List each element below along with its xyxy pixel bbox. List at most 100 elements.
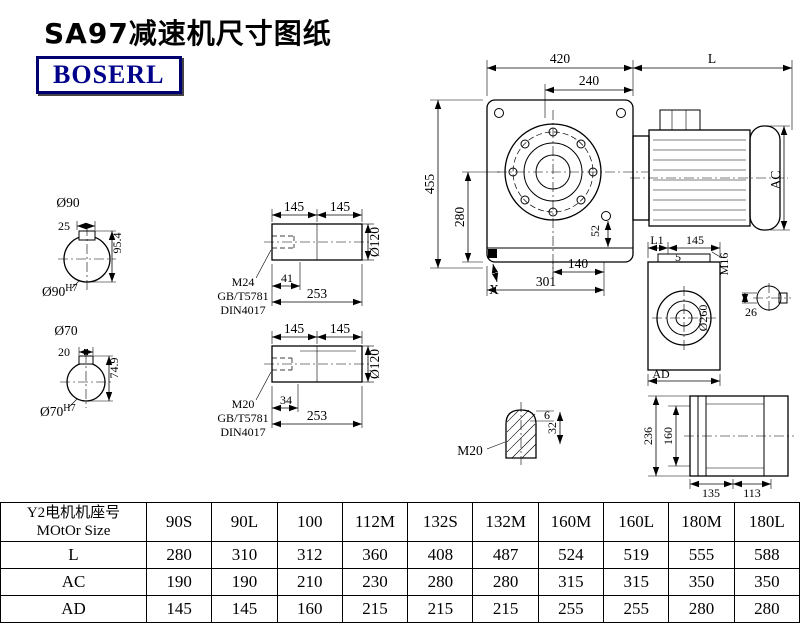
dia-90-label: Ø90 xyxy=(56,195,79,210)
brand-logo: BOSERL xyxy=(36,56,182,94)
table-cell: 145 xyxy=(211,595,278,623)
col-header: 132M xyxy=(472,502,539,542)
table-cell: 190 xyxy=(211,568,278,596)
std-din-1: DIN4017 xyxy=(220,303,265,317)
table-cell: 350 xyxy=(668,568,735,596)
dim-26: 26 xyxy=(745,305,757,319)
page-title: SA97减速机尺寸图纸 xyxy=(44,17,332,50)
dim-253-2: 253 xyxy=(307,408,328,423)
dimension-table: Y2电机机座号 MOtOr Size 90S 90L 100 112M 132S… xyxy=(0,502,800,623)
table-cell: 360 xyxy=(341,541,409,569)
side-view: L1 145 5 M16 Ø260 26 AD xyxy=(647,233,791,386)
dim-dia260: Ø260 xyxy=(696,305,710,332)
table-cell: 280 xyxy=(407,568,474,596)
dim-160: 160 xyxy=(661,427,675,445)
col-header: 160M xyxy=(537,502,605,542)
shaft-section-70: Ø70 20 74.9 Ø70H7 xyxy=(40,323,121,419)
shaft-view-2: 145 145 Ø120 M20 GB/T5781 DIN4017 34 253 xyxy=(217,321,382,439)
table-cell: 190 xyxy=(145,568,213,596)
std-gb-2: GB/T5781 xyxy=(217,411,268,425)
motor-size-header-en: MOtOr Size xyxy=(36,523,111,539)
col-header: 112M xyxy=(341,502,409,542)
dim-20: 20 xyxy=(58,345,70,359)
table-cell: 215 xyxy=(341,595,409,623)
table-cell: 524 xyxy=(537,541,605,569)
dim-74-9: 74.9 xyxy=(107,358,121,379)
dim-145a: 145 xyxy=(284,199,305,214)
dim-145e: 145 xyxy=(686,233,704,247)
bore-90-label: Ø90H7 xyxy=(42,283,77,299)
dim-145d: 145 xyxy=(330,321,351,336)
table-cell: 487 xyxy=(472,541,539,569)
thread-M20-detail: M20 xyxy=(457,443,483,458)
dim-301: 301 xyxy=(536,274,556,289)
dim-140: 140 xyxy=(568,256,589,271)
table-cell: 215 xyxy=(472,595,539,623)
table-cell: 588 xyxy=(733,541,800,569)
dim-34: 34 xyxy=(280,393,292,407)
dim-41: 41 xyxy=(281,271,293,285)
col-header: 90L xyxy=(211,502,278,542)
thread-M20-shaft: M20 xyxy=(232,397,255,411)
dim-6: 6 xyxy=(544,408,550,422)
dia-70-label: Ø70 xyxy=(54,323,77,338)
dim-455: 455 xyxy=(422,174,437,195)
table-header-row: Y2电机机座号 MOtOr Size 90S 90L 100 112M 132S… xyxy=(0,502,800,542)
dim-dia120-2: Ø120 xyxy=(367,349,382,379)
col-header: 180L xyxy=(733,502,800,542)
dim-236: 236 xyxy=(641,427,655,445)
table-row-L: L 280 310 312 360 408 487 524 519 555 58… xyxy=(0,541,800,569)
std-gb-1: GB/T5781 xyxy=(217,289,268,303)
dim-L: L xyxy=(708,51,716,66)
dim-135: 135 xyxy=(702,486,720,500)
table-cell: 210 xyxy=(276,568,343,596)
dim-145c: 145 xyxy=(284,321,305,336)
col-header: 132S xyxy=(407,502,474,542)
table-cell: 145 xyxy=(145,595,213,623)
thread-M16: M16 xyxy=(717,253,731,276)
dim-145b: 145 xyxy=(330,199,351,214)
row-label: L xyxy=(0,541,147,569)
motor-size-header: Y2电机机座号 MOtOr Size xyxy=(0,502,147,542)
col-header: 100 xyxy=(276,502,343,542)
dim-32: 32 xyxy=(545,422,559,434)
table-cell: 280 xyxy=(145,541,213,569)
mark-X: X xyxy=(489,282,499,297)
col-header: 160L xyxy=(603,502,670,542)
table-cell: 312 xyxy=(276,541,343,569)
col-header: 90S xyxy=(145,502,213,542)
table-cell: 230 xyxy=(341,568,409,596)
table-cell: 280 xyxy=(668,595,735,623)
dim-240: 240 xyxy=(579,73,600,88)
rear-view: 236 160 135 113 xyxy=(641,395,794,500)
dim-113: 113 xyxy=(743,486,761,500)
dim-dia120-1: Ø120 xyxy=(367,227,382,257)
table-cell: 350 xyxy=(733,568,800,596)
table-cell: 315 xyxy=(537,568,605,596)
table-cell: 519 xyxy=(603,541,670,569)
dim-25: 25 xyxy=(58,219,70,233)
technical-drawing: 420 L 240 455 280 xyxy=(40,51,794,500)
table-cell: 280 xyxy=(733,595,800,623)
table-row-AD: AD 145 145 160 215 215 215 255 255 280 2… xyxy=(0,595,800,623)
std-din-2: DIN4017 xyxy=(220,425,265,439)
shaft-view-1: 145 145 Ø120 M24 GB/T5781 DIN4017 41 253 xyxy=(217,199,382,317)
dim-52: 52 xyxy=(588,225,602,237)
dim-420: 420 xyxy=(550,51,571,66)
table-cell: 255 xyxy=(603,595,670,623)
dim-253-1: 253 xyxy=(307,286,328,301)
table-cell: 215 xyxy=(407,595,474,623)
shaft-end-detail: 6 32 M20 xyxy=(457,402,564,465)
thread-M24: M24 xyxy=(232,275,255,289)
table-cell: 315 xyxy=(603,568,670,596)
col-header: 180M xyxy=(668,502,735,542)
table-cell: 310 xyxy=(211,541,278,569)
dim-AD: AD xyxy=(652,367,670,381)
main-view: 420 L 240 455 280 xyxy=(422,51,793,297)
dim-AC: AC xyxy=(768,171,783,190)
dim-280: 280 xyxy=(452,207,467,228)
table-row-AC: AC 190 190 210 230 280 280 315 315 350 3… xyxy=(0,568,800,596)
shaft-section-90: Ø90 25 95.4 Ø90H7 xyxy=(42,195,124,299)
table-cell: 280 xyxy=(472,568,539,596)
